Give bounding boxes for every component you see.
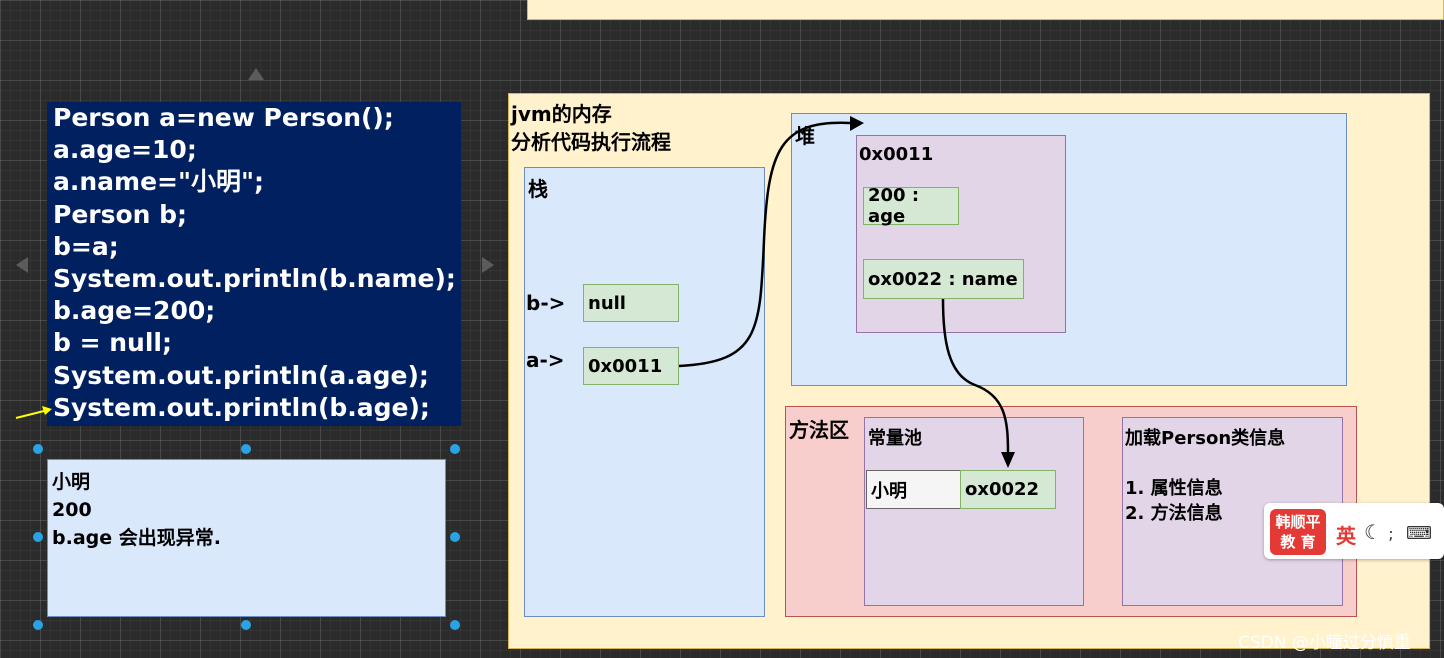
code-line: a.age=10; bbox=[53, 135, 197, 165]
jvm-title: jvm的内存 分析代码执行流程 bbox=[511, 100, 671, 156]
output-note[interactable]: 小明 200 b.age 会出现异常. bbox=[47, 459, 446, 617]
code-line: System.out.println(b.name); bbox=[53, 264, 456, 294]
resize-handle[interactable] bbox=[33, 620, 43, 630]
brand-logo-line1: 韩顺平 bbox=[1275, 513, 1321, 531]
class-info-label: 加载Person类信息 bbox=[1125, 428, 1286, 449]
stack-to-heap-arrow bbox=[678, 121, 851, 368]
code-line: b.age=200; bbox=[53, 296, 216, 326]
stack-a-value: 0x0011 bbox=[583, 347, 679, 385]
resize-handle[interactable] bbox=[33, 532, 43, 542]
code-line: a.name="小明"; bbox=[53, 167, 265, 197]
keyboard-icon[interactable]: ⌨ bbox=[1406, 523, 1433, 544]
code-line: System.out.println(a.age); bbox=[53, 360, 429, 390]
stack-to-heap-arrowhead bbox=[850, 116, 864, 131]
code-line: b = null; bbox=[53, 328, 172, 358]
resize-handle[interactable] bbox=[450, 444, 460, 454]
punctuation-icon[interactable]: ; bbox=[1388, 524, 1394, 543]
constant-pool-label: 常量池 bbox=[868, 428, 922, 449]
heap-object bbox=[856, 135, 1066, 333]
watermark: CSDN @小瞳过分慎重 bbox=[1238, 633, 1411, 653]
output-line: 小明 bbox=[52, 471, 91, 493]
jvm-title-line1: jvm的内存 bbox=[511, 102, 612, 126]
moon-icon[interactable]: ☾ bbox=[1364, 520, 1382, 544]
heap-name-field: ox0022 : name bbox=[863, 259, 1024, 299]
resize-handle[interactable] bbox=[241, 444, 251, 454]
code-line: b=a; bbox=[53, 231, 119, 261]
stack-b-label: b-> bbox=[526, 291, 566, 315]
brand-logo: 韩顺平 教 育 bbox=[1270, 509, 1326, 555]
code-block[interactable]: Person a=new Person(); a.age=10; a.name=… bbox=[47, 102, 461, 426]
constant-pool bbox=[864, 417, 1084, 606]
code-line: System.out.println(b.age); bbox=[53, 392, 430, 422]
heap-object-address: 0x0011 bbox=[859, 144, 934, 165]
name-to-pool-arrowhead bbox=[1001, 452, 1015, 468]
current-line-arrow-icon bbox=[15, 406, 52, 419]
method-area-label: 方法区 bbox=[789, 418, 849, 442]
code-line: Person a=new Person(); bbox=[53, 103, 394, 132]
brand-logo-line2: 教 育 bbox=[1280, 533, 1316, 551]
output-line: 200 bbox=[52, 499, 92, 521]
stack-b-value: null bbox=[583, 284, 679, 322]
heap-age-field: 200 : age bbox=[863, 185, 959, 227]
resize-handle[interactable] bbox=[450, 532, 460, 542]
name-to-pool-arrow bbox=[941, 298, 1010, 453]
resize-handle[interactable] bbox=[450, 620, 460, 630]
stack-a-label: a-> bbox=[526, 348, 565, 372]
ime-language-toggle[interactable]: 英 bbox=[1336, 524, 1356, 548]
class-info-item: 1. 属性信息 bbox=[1125, 478, 1223, 499]
class-info-item: 2. 方法信息 bbox=[1125, 503, 1223, 524]
ime-icons[interactable]: ☾ ; ⌨ bbox=[1364, 520, 1432, 544]
code-line: Person b; bbox=[53, 199, 188, 229]
pool-address-value: ox0022 bbox=[960, 470, 1056, 509]
output-line: b.age 会出现异常. bbox=[52, 527, 221, 549]
jvm-title-line2: 分析代码执行流程 bbox=[511, 130, 671, 154]
stack-area bbox=[524, 167, 765, 617]
resize-handle[interactable] bbox=[33, 444, 43, 454]
resize-handle[interactable] bbox=[241, 620, 251, 630]
stack-label: 栈 bbox=[528, 177, 548, 201]
